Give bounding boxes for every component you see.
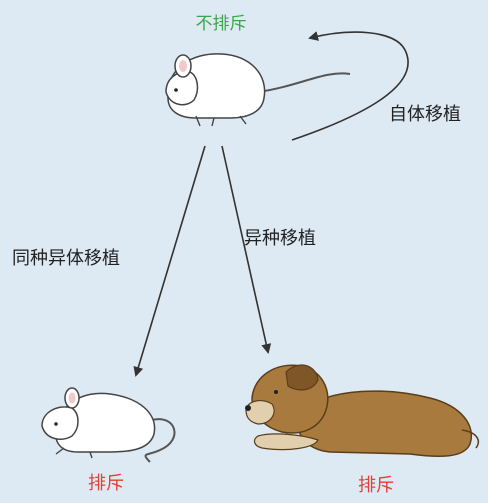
- allograft-mouse: [41, 387, 176, 463]
- label-no-rejection: 不排斥: [195, 14, 247, 34]
- label-rejection-allograft: 排斥: [88, 473, 124, 494]
- xenograft-dog: [245, 364, 480, 458]
- label-autograft: 自体移植: [389, 104, 461, 125]
- xenograft-arrow: [221, 145, 272, 354]
- label-rejection-xenograft: 排斥: [358, 475, 394, 496]
- label-allograft: 同种异体移植: [12, 248, 120, 269]
- autograft-arrow: [291, 31, 409, 141]
- label-xenograft: 异种移植: [244, 228, 316, 249]
- allograft-arrow: [133, 145, 206, 377]
- donor-mouse: [165, 53, 351, 127]
